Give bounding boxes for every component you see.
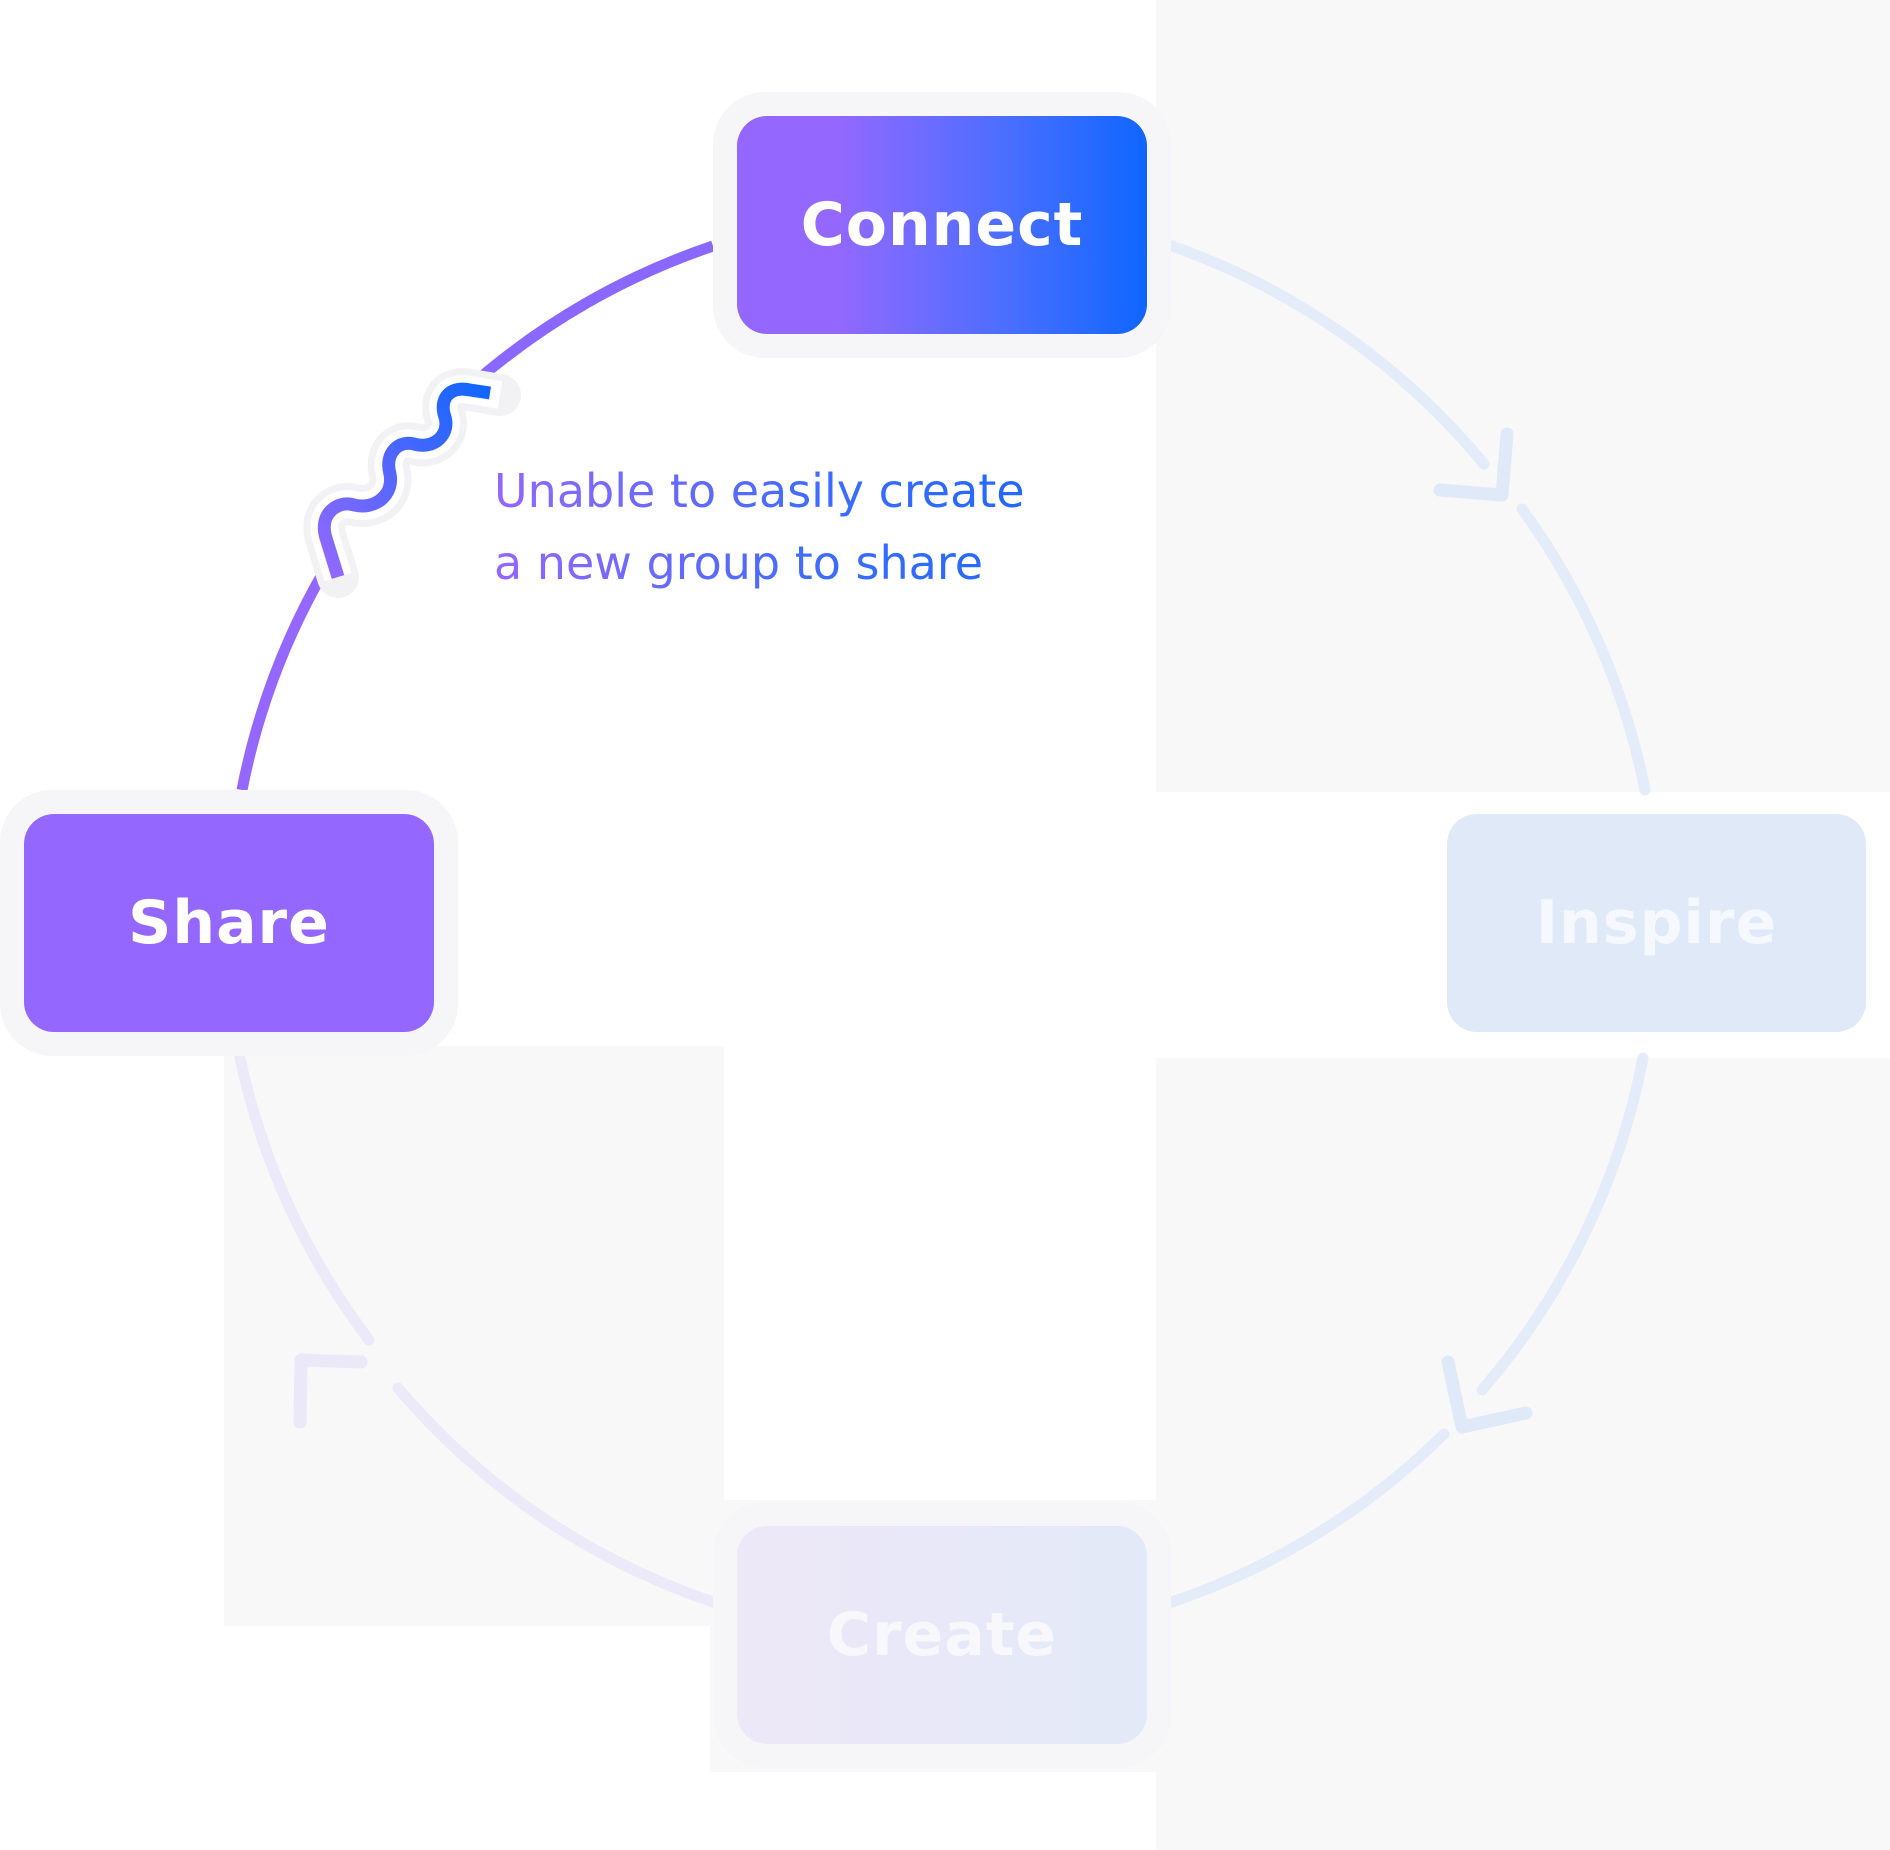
stage-label: Connect [800,190,1084,260]
connector-create-share [392,1382,719,1608]
pain-point-line-1: Unable to easily create [494,455,1114,527]
stage-connect: Connect [713,92,1171,358]
stage-create: Create [713,1502,1171,1768]
pain-point-note: Unable to easily create a new group to s… [494,455,1114,599]
stage-card: Share [24,814,434,1032]
connector-inspire-create-lower [1166,1428,1450,1608]
pain-point-line-2: a new group to share [494,527,1114,599]
stage-inspire: Inspire [1423,790,1890,1056]
connector-create-share-upper [234,1052,375,1346]
arrow-head-inspire-create [1441,1355,1533,1434]
stage-card: Inspire [1447,814,1866,1032]
stage-card: Create [737,1526,1147,1744]
arrow-head-connect-inspire [1433,427,1514,502]
connector-connect-inspire-lower [1516,503,1651,796]
stage-label: Share [128,888,330,958]
connector-inspire-create [1476,1052,1649,1396]
arrow-head-create-share [293,1353,368,1429]
stage-share: Share [0,790,458,1056]
broken-wavy-line-icon [303,368,521,598]
background-panel-bottom-left [224,1046,724,1626]
connector-share-connect-upper [470,240,715,388]
stage-label: Create [826,1600,1058,1670]
stage-card: Connect [737,116,1147,334]
background-panel-right [1156,0,1890,792]
background-panel-bottom-right [1156,1058,1890,1850]
connector-share-connect [236,568,329,792]
connector-connect-inspire [1166,240,1490,470]
stage-label: Inspire [1535,888,1778,958]
